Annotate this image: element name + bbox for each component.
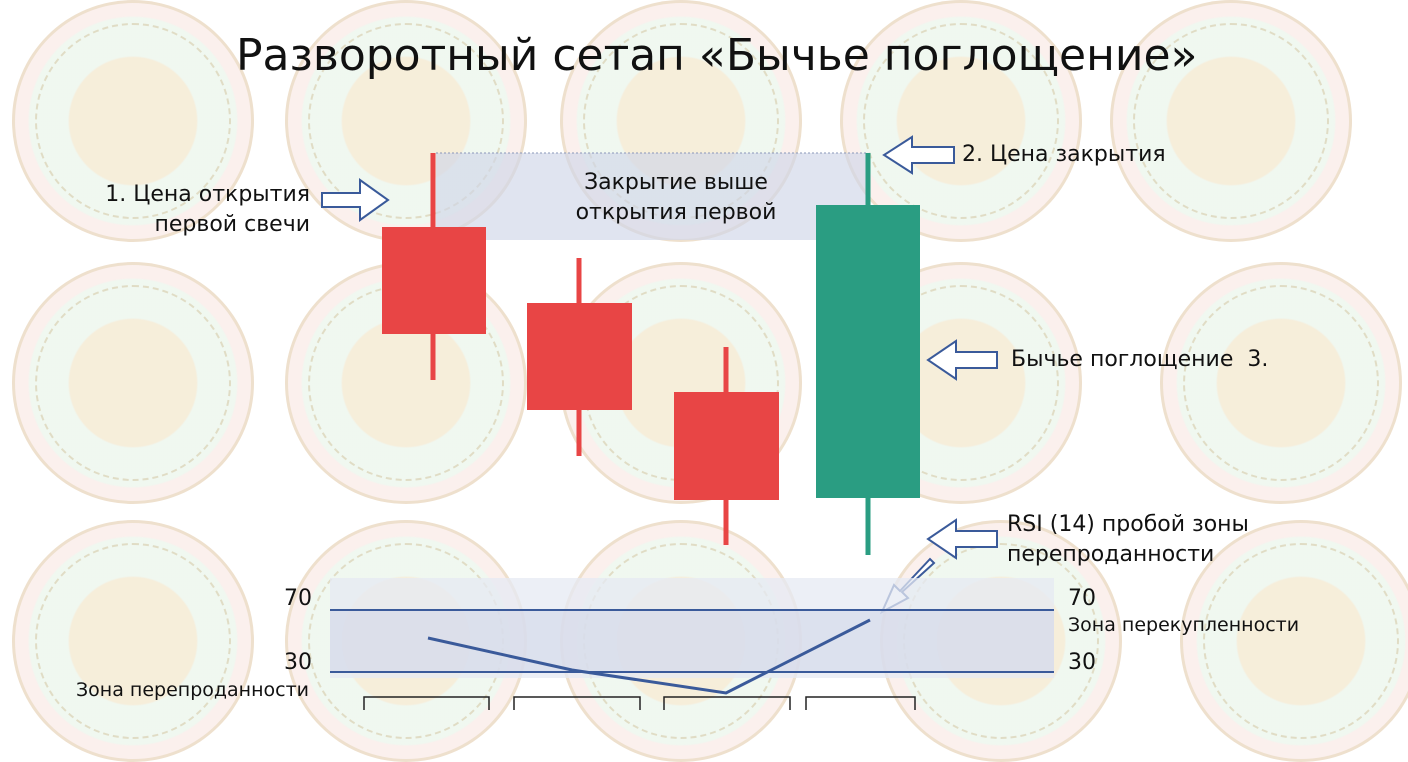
time-bracket-2 [513, 696, 641, 710]
watermark-logo [12, 0, 254, 242]
rsi-30-label-right: 30 [1068, 650, 1096, 675]
oversold-zone-label: Зона перепроданности [76, 679, 309, 701]
open-price-label-line1: 1. Цена открытия [105, 182, 310, 207]
diagram-svg [321, 135, 1054, 710]
open-price-label-line2: первой свечи [154, 212, 311, 237]
rsi-breakout-label-line1: RSI (14) пробой зоны [1007, 512, 1249, 537]
close-above-band [436, 153, 868, 240]
rsi-breakout-label: RSI (14) пробой зоны перепроданности [1007, 510, 1249, 570]
candle-3-body [674, 392, 779, 500]
close-above-label-line1: Закрытие выше [584, 170, 768, 195]
rsi-indicator-line [427, 618, 871, 695]
overbought-zone-label: Зона перекупленности [1068, 614, 1300, 636]
watermark-logo [1160, 262, 1402, 504]
rsi-label-arrow [926, 518, 998, 560]
rsi-breakout-label-line2: перепроданности [1007, 542, 1215, 567]
candle-2-body [527, 303, 632, 410]
close-price-label: 2. Цена закрытия [962, 142, 1166, 167]
watermark-logo [1110, 0, 1352, 242]
open-price-label: 1. Цена открытия первой свечи [86, 180, 310, 240]
rsi-30-label-left: 30 [284, 650, 312, 675]
watermark-logo [12, 262, 254, 504]
rsi-zone-fill [330, 610, 1054, 672]
watermark-logo [840, 0, 1082, 242]
engulfing-arrow [926, 339, 998, 381]
page-title: Разворотный сетап «Бычье поглощение» [236, 30, 1198, 81]
candle-4-body [816, 205, 920, 498]
time-bracket-1 [363, 696, 490, 710]
rsi-70-label-right: 70 [1068, 586, 1096, 611]
time-bracket-4 [805, 696, 916, 710]
rsi-70-label-left: 70 [284, 586, 312, 611]
bullish-engulfing-label: Бычье поглощение 3. [1011, 347, 1269, 372]
close-price-arrow [882, 135, 955, 175]
watermark-logo [285, 262, 527, 504]
time-bracket-3 [663, 696, 791, 710]
open-price-arrow [321, 178, 390, 222]
candle-1-body [382, 227, 486, 334]
close-above-label: Закрытие выше открытия первой [566, 168, 786, 228]
diagram-canvas: Разворотный сетап «Бычье поглощение» 1. … [12, 0, 1408, 762]
close-above-label-line2: открытия первой [575, 200, 777, 225]
